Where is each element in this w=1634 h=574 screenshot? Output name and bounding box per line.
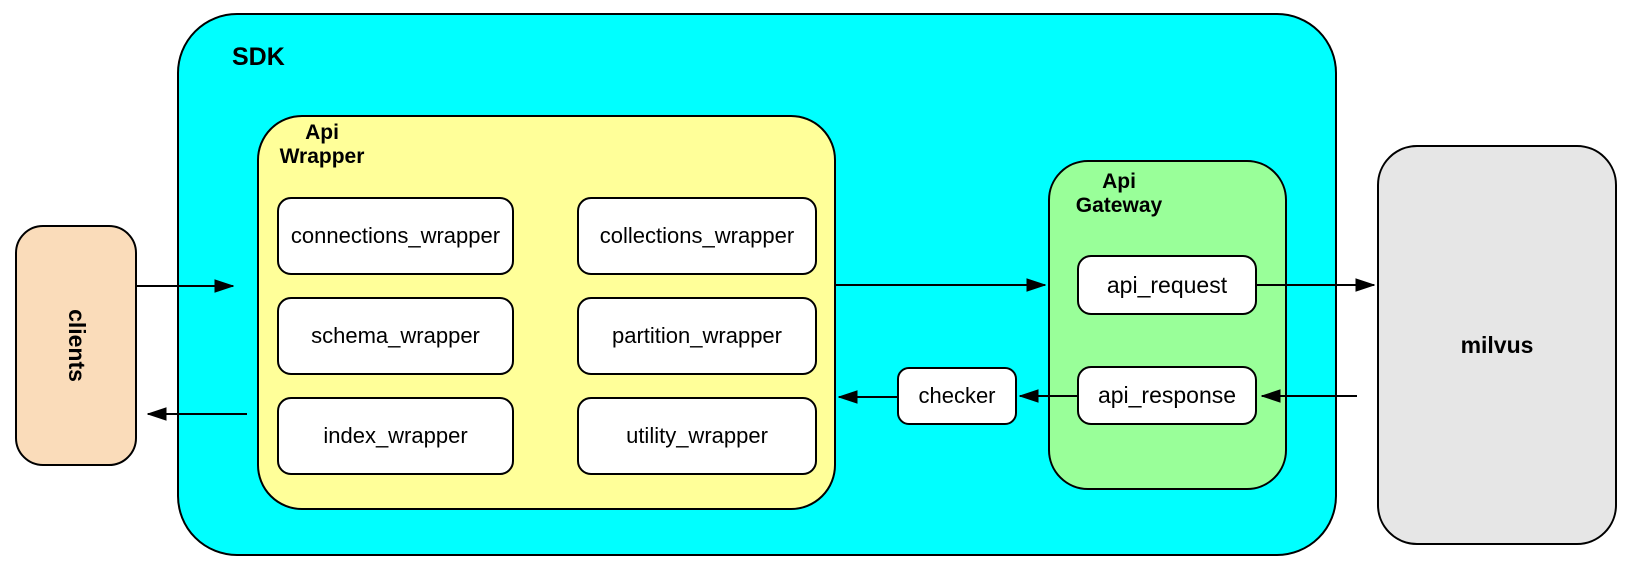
index-wrapper-label: index_wrapper: [323, 423, 468, 448]
partition-wrapper-label: partition_wrapper: [612, 323, 782, 348]
checker-node: checker: [897, 367, 1017, 425]
collections-wrapper-node: collections_wrapper: [577, 197, 817, 275]
clients-node: clients: [15, 225, 137, 466]
milvus-node: milvus: [1377, 145, 1617, 545]
checker-label: checker: [918, 383, 996, 408]
milvus-label: milvus: [1460, 331, 1534, 358]
utility-wrapper-node: utility_wrapper: [577, 397, 817, 475]
index-wrapper-node: index_wrapper: [277, 397, 514, 475]
api-response-node: api_response: [1077, 366, 1257, 425]
api-gateway-label: Api Gateway: [1075, 170, 1163, 218]
api-response-label: api_response: [1097, 382, 1237, 408]
sdk-label: SDK: [232, 43, 285, 71]
utility-wrapper-label: utility_wrapper: [626, 423, 768, 448]
clients-label: clients: [63, 309, 90, 382]
api-wrapper-label: Api Wrapper: [279, 121, 365, 169]
api-gateway-container: Api Gateway: [1048, 160, 1287, 490]
api-request-node: api_request: [1077, 255, 1257, 315]
schema-wrapper-node: schema_wrapper: [277, 297, 514, 375]
schema-wrapper-label: schema_wrapper: [311, 323, 480, 348]
collections-wrapper-label: collections_wrapper: [599, 223, 795, 248]
partition-wrapper-node: partition_wrapper: [577, 297, 817, 375]
connections-wrapper-node: connections_wrapper: [277, 197, 514, 275]
api-request-label: api_request: [1106, 271, 1228, 298]
connections-wrapper-label: connections_wrapper: [290, 223, 501, 248]
